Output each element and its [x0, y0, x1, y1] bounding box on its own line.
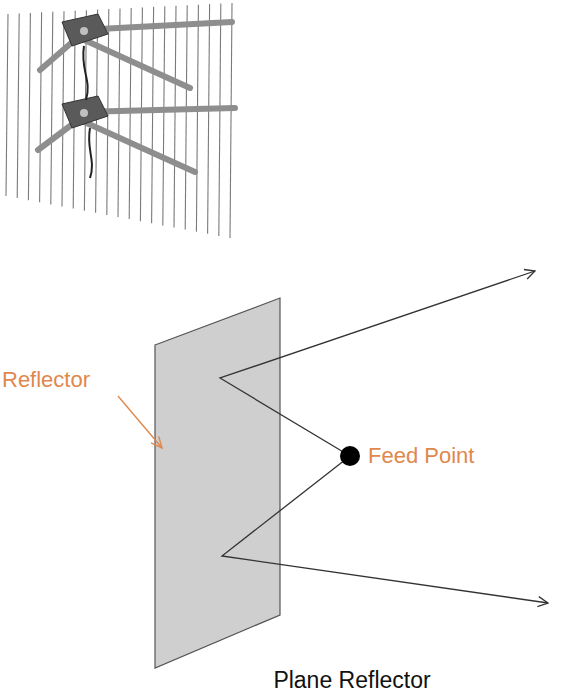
reflector-rod [28, 13, 30, 200]
ray-upper [220, 271, 535, 456]
reflector-rods [6, 3, 232, 238]
reflector-rod [40, 12, 42, 202]
reflector-rod [185, 5, 187, 229]
reflector-rod [174, 6, 176, 228]
reflector-rod [163, 6, 165, 225]
reflector-rod [208, 4, 210, 234]
reflector-rod [196, 5, 198, 232]
reflector-rod [219, 4, 221, 236]
reflector-rod [6, 14, 8, 196]
reflector-label: Reflector [2, 367, 90, 392]
feed-point-dot [340, 446, 360, 466]
reflector-rod [230, 3, 232, 238]
reflector-rod [51, 12, 53, 205]
antenna-booms [38, 22, 235, 172]
feed-assemblies [62, 14, 108, 178]
reflector-plate [155, 298, 280, 668]
feed-point-label: Feed Point [368, 443, 474, 468]
antenna-photo [0, 0, 245, 245]
photo-ground [0, 0, 245, 245]
reflector-rod [140, 7, 142, 221]
reflector-rod [152, 7, 154, 223]
leader-arrow [118, 396, 162, 448]
ray-lower [222, 456, 548, 603]
reflector-rod [17, 13, 19, 198]
caption: Plane Reflector [273, 667, 430, 693]
